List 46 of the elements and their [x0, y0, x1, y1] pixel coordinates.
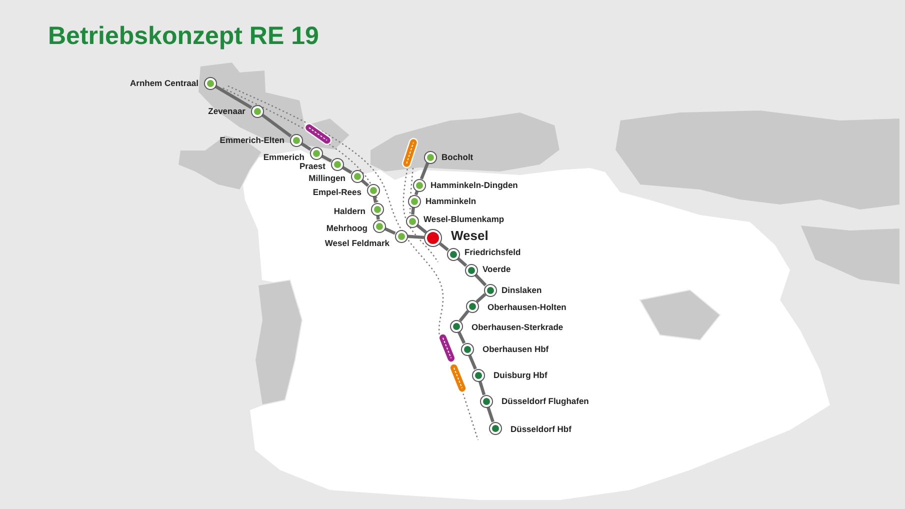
station-marker: [330, 158, 344, 170]
station-label: Wesel: [451, 229, 488, 242]
rail-line: [300, 142, 312, 151]
station-label: Emmerich: [263, 152, 304, 161]
station-label: Bocholt: [442, 152, 474, 161]
station-label: Dinslaken: [502, 286, 542, 294]
rail-line: [321, 154, 332, 162]
rail-line: [478, 380, 486, 396]
title: Betriebskonzept RE 19: [48, 22, 319, 51]
station-label: Düsseldorf Flughafen: [502, 396, 589, 405]
station-label: Millingen: [308, 174, 346, 182]
rail-line: [214, 84, 252, 110]
station-label: Mehrhoog: [326, 224, 368, 232]
rail-line: [372, 196, 378, 203]
station-label: Wesel-Blumenkamp: [424, 214, 504, 223]
station-label: Hamminkeln: [426, 196, 476, 205]
station-label: Haldern: [334, 206, 366, 215]
rail-line: [420, 162, 430, 180]
rail-line: [416, 224, 428, 234]
station-label: Empel-Rees: [312, 188, 362, 196]
rail-line: [474, 274, 487, 286]
station-label: Emmerich-Elten: [220, 136, 284, 144]
rail-line: [458, 310, 470, 322]
rail-line: [261, 114, 292, 138]
rail-line: [456, 257, 468, 267]
rail-line: [468, 354, 477, 370]
rail-line: [411, 207, 415, 215]
station-label: Friedrichsfeld: [464, 248, 521, 256]
station-label: Arnhem Centraal: [130, 78, 198, 87]
rail-line: [476, 293, 486, 303]
station-label: Oberhausen Hbf: [482, 344, 549, 353]
rail-line: [457, 331, 466, 344]
station-label: Duisburg Hbf: [494, 370, 548, 379]
station-label: Praest: [300, 162, 326, 170]
station-label: Wesel Feldmark: [324, 238, 390, 247]
station-label: Zevenaar: [208, 106, 246, 115]
rail-line: [439, 242, 449, 252]
station-label: Oberhausen-Sterkrade: [472, 322, 564, 331]
station-label: Voerde: [482, 264, 511, 273]
rail-line: [407, 234, 424, 240]
station-label: Hamminkeln-Dingden: [430, 180, 518, 189]
rail-line: [342, 166, 352, 174]
rail-line: [486, 406, 494, 422]
station-label: Oberhausen-Holten: [488, 302, 566, 311]
station-label: Düsseldorf Hbf: [510, 424, 572, 433]
rail-line: [384, 227, 396, 235]
